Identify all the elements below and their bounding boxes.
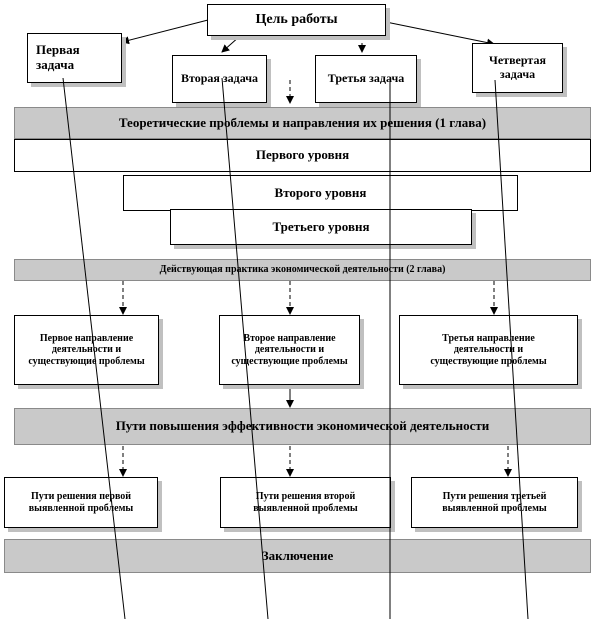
arrow-goal-task2	[221, 35, 241, 53]
direction-second-box: Второе направление деятельности и сущест…	[219, 315, 360, 385]
level-first-box: Первого уровня	[14, 139, 591, 172]
solution-second-box: Пути решения второй выявленной проблемы	[220, 477, 391, 528]
level-third-box: Третьего уровня	[170, 209, 472, 245]
solution-first-box: Пути решения первой выявленной проблемы	[4, 477, 158, 528]
level-second-box: Второго уровня	[123, 175, 518, 211]
chapter1-title-bar: Теоретические проблемы и направления их …	[14, 107, 591, 139]
direction-first-box: Первое направление деятельности и сущест…	[14, 315, 159, 385]
goal-box: Цель работы	[207, 4, 386, 36]
task-fourth-box: Четвертая задача	[472, 43, 563, 93]
chapter2-title-bar: Действующая практика экономической деяте…	[14, 259, 591, 281]
direction-third-box: Третья направление деятельности и сущест…	[399, 315, 578, 385]
arrow-goal-task1	[121, 19, 209, 45]
task-first-box: Первая задача	[27, 33, 122, 83]
conclusion-bar: Заключение	[4, 539, 591, 573]
efficiency-title-bar: Пути повышения эффективности экономическ…	[14, 408, 591, 445]
task-third-box: Третья задача	[315, 55, 417, 103]
task-second-box: Вторая задача	[172, 55, 267, 103]
solution-third-box: Пути решения третьей выявленной проблемы	[411, 477, 578, 528]
arrow-goal-task4	[385, 21, 495, 47]
